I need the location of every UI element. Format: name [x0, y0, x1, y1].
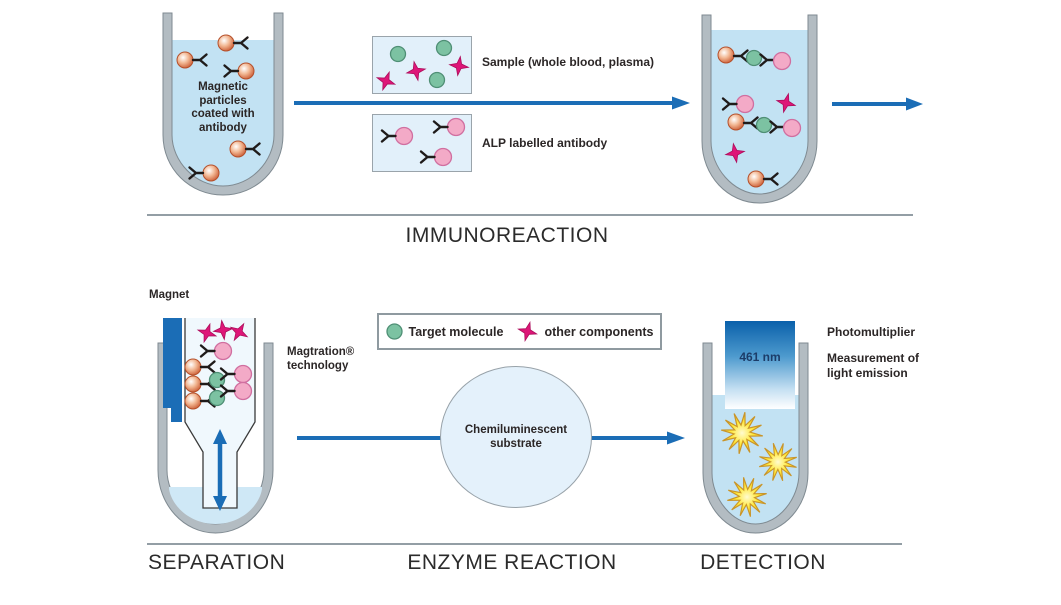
other-component-icon: [373, 68, 399, 93]
alp-contents: [373, 115, 471, 171]
target-molecule-icon: [428, 71, 446, 89]
legend-target-label: Target molecule: [408, 324, 504, 339]
arrow-up-icon: [213, 429, 227, 444]
tube-wall: [162, 12, 284, 196]
magtration-label: Magtration® technology: [287, 346, 355, 373]
arrow-down-icon: [213, 496, 227, 511]
sample-contents: [373, 39, 471, 93]
arrow-right-icon: [294, 96, 690, 110]
section-separation: SEPARATION: [148, 551, 286, 574]
target-molecule-icon: [389, 45, 407, 63]
substrate-label: Chemiluminescent substrate: [464, 423, 568, 450]
section-detection: DETECTION: [700, 551, 826, 574]
separation-tube: [157, 318, 274, 534]
sample-box: [372, 36, 472, 94]
magnet-icon: [163, 318, 182, 422]
section-divider: [147, 543, 902, 545]
tube-magnetic-particles: [162, 12, 284, 196]
substrate-circle: Chemiluminescent substrate: [440, 366, 592, 508]
legend: Target molecule other components: [377, 313, 662, 350]
tube-wall: [701, 14, 818, 204]
tube-wall: [702, 342, 809, 534]
section-immunoreaction: IMMUNOREACTION: [405, 224, 609, 247]
target-molecule-icon: [435, 39, 453, 57]
sample-label: Sample (whole blood, plasma): [482, 55, 655, 69]
other-component-icon: [517, 321, 539, 342]
magnet-label: Magnet: [149, 289, 190, 301]
tube-reaction-mix: [701, 14, 818, 204]
other-component-icon: [447, 54, 471, 78]
wavelength-value: 461 nm: [739, 350, 781, 364]
detection-tube: [702, 321, 809, 534]
photomultiplier-window: [725, 321, 795, 409]
section-divider: [147, 214, 913, 216]
alp-antibody-icon: [382, 128, 413, 145]
legend-other-label: other components: [544, 324, 654, 339]
alp-label: ALP labelled antibody: [482, 136, 608, 150]
section-enzyme-reaction: ENZYME REACTION: [407, 551, 617, 574]
target-molecule-icon: [385, 323, 403, 340]
photomultiplier-label: Photomultiplier: [827, 325, 915, 339]
measurement-label: Measurement of light emission: [827, 351, 920, 380]
other-component-icon: [404, 59, 428, 83]
arrow-right-icon: [832, 97, 923, 111]
alp-box: [372, 114, 472, 172]
tube1-caption: Magnetic particles coated with antibody: [191, 81, 255, 134]
alp-antibody-icon: [421, 149, 452, 166]
target-molecule-icon: [208, 389, 226, 407]
alp-antibody-icon: [434, 119, 465, 136]
